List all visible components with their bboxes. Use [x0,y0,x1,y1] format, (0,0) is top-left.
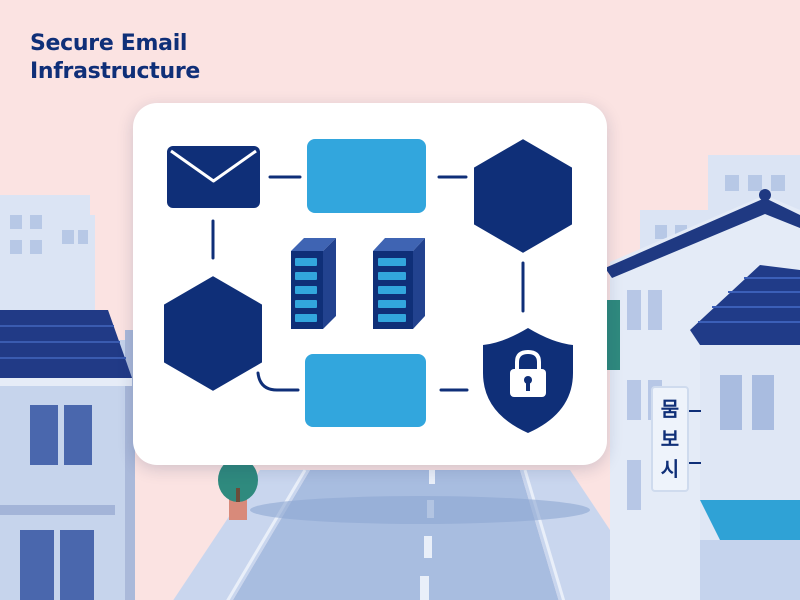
hexagon-icon-top-right [472,136,574,256]
street-sign: 뭄 보 시 [651,386,689,492]
road-edge-lines [226,469,566,600]
flower-pot [229,498,247,520]
tree [218,458,258,502]
title-line-1: Secure Email [30,31,188,56]
sign-char-3: 시 [660,457,680,481]
sign-char-1: 뭄 [660,397,680,421]
sign-bracket-top [689,410,701,412]
process-box-bottom [305,354,426,427]
right-house-windows [627,290,662,510]
server-icon-right [373,238,425,329]
shop-awning [700,500,800,540]
page-title: Secure Email Infrastructure [30,30,200,86]
hexagon-icon-left [162,273,264,394]
card-shadow [250,496,590,524]
connectors [211,175,525,392]
shield-lock-icon [483,328,573,433]
left-house-windows [20,405,94,600]
envelope-icon [167,146,260,208]
title-line-2: Infrastructure [30,59,201,84]
diagram-card [133,103,607,465]
left-sidewalk [173,470,310,600]
connector-hexagon-to-box [256,371,300,392]
sign-bracket-bottom [689,462,701,464]
process-box-top [307,139,426,213]
sign-char-2: 보 [660,427,680,451]
right-tiled-roof [690,265,800,355]
right-house-roof [605,198,800,278]
email-flow-diagram [162,136,574,433]
padlock-icon [510,349,546,397]
server-icon-left [291,238,336,329]
